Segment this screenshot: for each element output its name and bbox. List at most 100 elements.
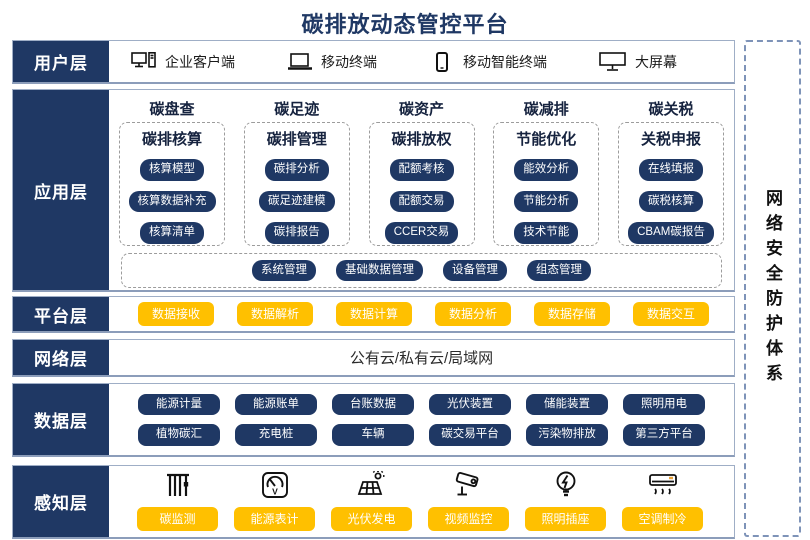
user-layer-content: 企业客户端 移动终端 移动智能终端 xyxy=(109,41,734,82)
user-layer: 用户层 企业客户端 xyxy=(12,40,735,84)
sense-button: 碳监测 xyxy=(137,507,218,531)
app-module-button: 核算模型 xyxy=(140,159,204,181)
app-module-button: 在线填报 xyxy=(639,159,703,181)
user-item-big-screen: 大屏幕 xyxy=(599,51,677,72)
app-column-title: 节能优化 xyxy=(516,131,577,148)
sense-item-video-surveillance: 视频监控 xyxy=(428,468,509,531)
sense-item-energy-meter: V 能源表计 xyxy=(234,468,315,531)
app-column-header: 碳盘查 xyxy=(149,101,195,118)
app-module-button: 配额考核 xyxy=(389,159,454,181)
platform-button: 数据解析 xyxy=(237,302,313,326)
sense-item-air-conditioner: 空调制冷 xyxy=(622,468,703,531)
platform-layer-label: 平台层 xyxy=(13,297,109,331)
app-column-box: 碳排核算 核算模型 核算数据补充 核算清单 xyxy=(119,122,225,246)
app-column-title: 碳排管理 xyxy=(266,131,327,148)
app-column-title: 碳排放权 xyxy=(391,131,452,148)
sense-item-solar-power: 光伏发电 xyxy=(331,468,412,531)
sense-button: 空调制冷 xyxy=(622,507,703,531)
perception-layer: 感知层 碳监测 xyxy=(12,465,735,539)
data-row: 能源计量 能源账单 台账数据 光伏装置 储能装置 照明用电 xyxy=(138,393,734,415)
carbon-monitor-icon xyxy=(163,468,193,502)
app-column-box: 碳排管理 碳排分析 碳足迹建模 碳排报告 xyxy=(243,122,350,246)
app-module-button: 节能分析 xyxy=(514,190,579,212)
cctv-camera-icon xyxy=(453,468,485,502)
app-column-header: 碳足迹 xyxy=(274,101,320,118)
app-module-button: 碳足迹建模 xyxy=(259,190,335,212)
sense-item-carbon-monitor: 碳监测 xyxy=(137,468,218,531)
app-module-button: 能效分析 xyxy=(514,159,579,181)
sense-button: 视频监控 xyxy=(428,507,509,531)
app-management-button: 基础数据管理 xyxy=(336,259,423,282)
user-item-enterprise-client: 企业客户端 xyxy=(131,51,235,72)
app-column-box: 关税申报 在线填报 碳税核算 CBAM碳报告 xyxy=(618,122,724,246)
user-item-label: 企业客户端 xyxy=(165,53,235,70)
platform-button: 数据存储 xyxy=(534,302,610,326)
app-module-button: 碳排报告 xyxy=(264,222,329,244)
page-title: 碳排放动态管控平台 xyxy=(301,12,509,37)
platform-button: 数据交互 xyxy=(633,302,709,326)
app-column-carbon-footprint: 碳足迹 碳排管理 碳排分析 碳足迹建模 碳排报告 xyxy=(243,96,350,246)
user-layer-label: 用户层 xyxy=(13,41,109,82)
data-source-button: 碳交易平台 xyxy=(429,424,511,446)
sense-button: 光伏发电 xyxy=(331,507,412,531)
sense-item-light-socket: 照明插座 xyxy=(525,468,606,531)
app-module-button: 碳排分析 xyxy=(264,159,329,181)
data-source-button: 充电桩 xyxy=(235,424,317,446)
platform-layer: 平台层 数据接收 数据解析 数据计算 数据分析 数据存储 数据交互 xyxy=(12,296,735,333)
platform-button: 数据接收 xyxy=(138,302,214,326)
app-column-carbon-tariff: 碳关税 关税申报 在线填报 碳税核算 CBAM碳报告 xyxy=(618,96,724,246)
app-management-box: 系统管理 基础数据管理 设备管理 组态管理 xyxy=(121,253,722,288)
app-module-button: 技术节能 xyxy=(514,222,579,244)
app-column-header: 碳资产 xyxy=(398,101,444,118)
smartphone-icon xyxy=(429,51,455,72)
data-source-button: 车辆 xyxy=(332,424,414,446)
light-socket-icon xyxy=(551,468,581,502)
data-source-button: 照明用电 xyxy=(623,393,705,415)
security-panel: 网络安全防护体系 xyxy=(744,40,801,537)
application-layer: 应用层 碳盘查 碳排核算 核算模型 核算数据补充 核算清单 碳足迹 xyxy=(12,89,735,292)
data-source-button: 台账数据 xyxy=(332,393,414,415)
security-panel-label: 网络安全防护体系 xyxy=(763,188,782,389)
solar-power-icon xyxy=(357,468,387,502)
application-layer-content: 碳盘查 碳排核算 核算模型 核算数据补充 核算清单 碳足迹 碳排管理 碳排分析 xyxy=(109,90,734,290)
app-column-carbon-asset: 碳资产 碳排放权 配额考核 配额交易 CCER交易 xyxy=(368,96,475,246)
app-column-header: 碳减排 xyxy=(523,101,569,118)
user-item-label: 移动智能终端 xyxy=(463,53,547,70)
perception-layer-content: 碳监测 V 能源表计 xyxy=(109,466,734,537)
app-column-carbon-reduction: 碳减排 节能优化 能效分析 节能分析 技术节能 xyxy=(493,96,600,246)
app-module-button: 核算清单 xyxy=(140,222,204,244)
platform-button: 数据计算 xyxy=(336,302,412,326)
app-module-button: 碳税核算 xyxy=(639,190,703,212)
laptop-icon xyxy=(287,52,313,72)
data-source-button: 储能装置 xyxy=(526,393,608,415)
app-column-title: 碳排核算 xyxy=(141,131,202,148)
network-layer: 网络层 公有云/私有云/局域网 xyxy=(12,339,735,377)
perception-layer-label: 感知层 xyxy=(13,466,109,537)
app-column-box: 碳排放权 配额考核 配额交易 CCER交易 xyxy=(368,122,475,246)
data-source-button: 能源账单 xyxy=(235,393,317,415)
application-columns: 碳盘查 碳排核算 核算模型 核算数据补充 核算清单 碳足迹 碳排管理 碳排分析 xyxy=(119,96,724,246)
application-layer-label: 应用层 xyxy=(13,90,109,290)
app-column-box: 节能优化 能效分析 节能分析 技术节能 xyxy=(493,122,600,246)
user-item-mobile-terminal: 移动终端 xyxy=(287,52,377,72)
platform-button: 数据分析 xyxy=(435,302,511,326)
app-column-title: 关税申报 xyxy=(640,131,701,148)
network-layer-text: 公有云/私有云/局域网 xyxy=(349,350,494,367)
data-source-button: 光伏装置 xyxy=(429,393,511,415)
app-module-button: CBAM碳报告 xyxy=(628,222,714,244)
app-management-button: 设备管理 xyxy=(443,259,507,282)
user-item-smart-mobile: 移动智能终端 xyxy=(429,51,547,72)
app-module-button: 配额交易 xyxy=(389,190,454,212)
app-module-button: CCER交易 xyxy=(384,222,459,244)
data-source-button: 第三方平台 xyxy=(623,424,705,446)
air-conditioner-icon xyxy=(647,468,679,502)
data-layer: 数据层 能源计量 能源账单 台账数据 光伏装置 储能装置 照明用电 植物碳汇 充… xyxy=(12,383,735,457)
app-management-button: 系统管理 xyxy=(252,259,316,282)
user-item-label: 移动终端 xyxy=(321,53,377,70)
data-layer-content: 能源计量 能源账单 台账数据 光伏装置 储能装置 照明用电 植物碳汇 充电桩 车… xyxy=(109,384,734,455)
sense-button: 照明插座 xyxy=(525,507,606,531)
layer-stack: 用户层 企业客户端 xyxy=(12,40,735,539)
data-layer-label: 数据层 xyxy=(13,384,109,455)
sense-button: 能源表计 xyxy=(234,507,315,531)
